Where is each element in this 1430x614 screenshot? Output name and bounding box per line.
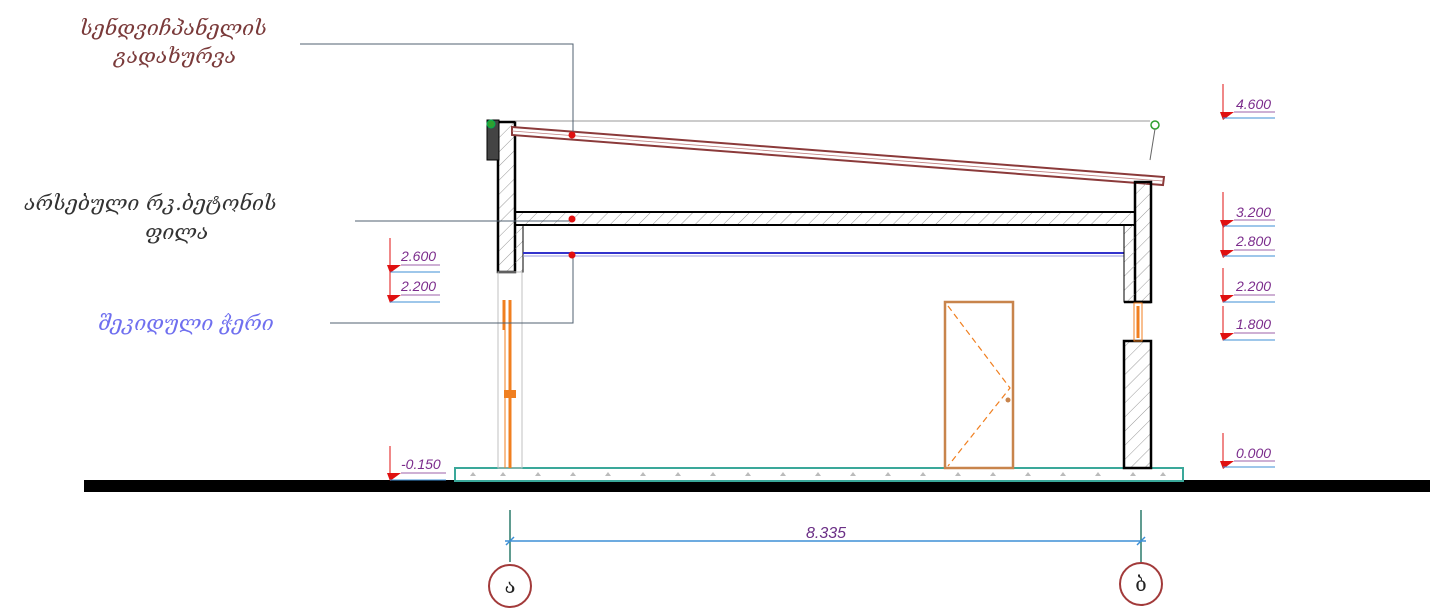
right-wall-inner	[1123, 224, 1136, 303]
level-marker: 2.200	[387, 268, 440, 303]
roof-callout-line1: სენდვიჩპანელის	[80, 16, 267, 40]
ceiling-callout-leader	[330, 256, 574, 324]
axis-label-right: ბ	[1135, 572, 1146, 596]
level-marker: 3.200	[1220, 192, 1275, 228]
level-text: 0.000	[1236, 445, 1271, 461]
left-window-handle	[504, 390, 516, 398]
level-marker: 0.000	[1220, 433, 1275, 469]
level-marker: 2.600	[387, 238, 440, 273]
footing-marks	[470, 472, 1166, 476]
left-wall	[496, 120, 517, 274]
door-swing	[947, 305, 1011, 467]
axis-bubble-left	[488, 564, 532, 608]
level-text: 2.800	[1235, 233, 1271, 249]
ground-line	[84, 480, 1430, 492]
slab-callout-line2: ფილა	[145, 220, 208, 244]
door	[943, 300, 1015, 470]
axis-bubble-right	[1119, 562, 1163, 606]
level-text: 2.200	[1235, 278, 1271, 294]
level-marker: 2.800	[1220, 224, 1275, 258]
level-text: 2.200	[400, 278, 436, 294]
level-text: 4.600	[1236, 96, 1271, 112]
right-wall-lower	[1122, 339, 1153, 470]
dimension-text: 8.335	[806, 525, 846, 542]
level-marker: -0.150	[387, 446, 446, 481]
door-handle	[1005, 397, 1011, 403]
slab-callout-line1: არსებული რკ.ბეტონის	[24, 191, 277, 215]
level-marker: 2.200	[1220, 268, 1275, 303]
ceiling-callout-line1: შეკიდული ჭერი	[98, 311, 274, 335]
left-gutter-icon	[486, 119, 496, 129]
level-text: 3.200	[1236, 204, 1271, 220]
level-marker: 4.600	[1220, 84, 1275, 120]
roof-callout-leader	[300, 43, 574, 133]
level-text: -0.150	[401, 456, 441, 472]
roof-callout-line2: გადახურვა	[113, 44, 236, 68]
right-gutter-icon	[1150, 120, 1160, 130]
left-wall-lower	[514, 224, 524, 273]
level-marker: 1.800	[1220, 306, 1275, 341]
right-wall-upper	[1133, 180, 1153, 304]
level-text: 1.800	[1236, 316, 1271, 332]
level-text: 2.600	[400, 248, 436, 264]
axis-label-left: ა	[505, 574, 516, 598]
right-window	[1133, 302, 1143, 342]
rc-slab	[514, 211, 1136, 226]
